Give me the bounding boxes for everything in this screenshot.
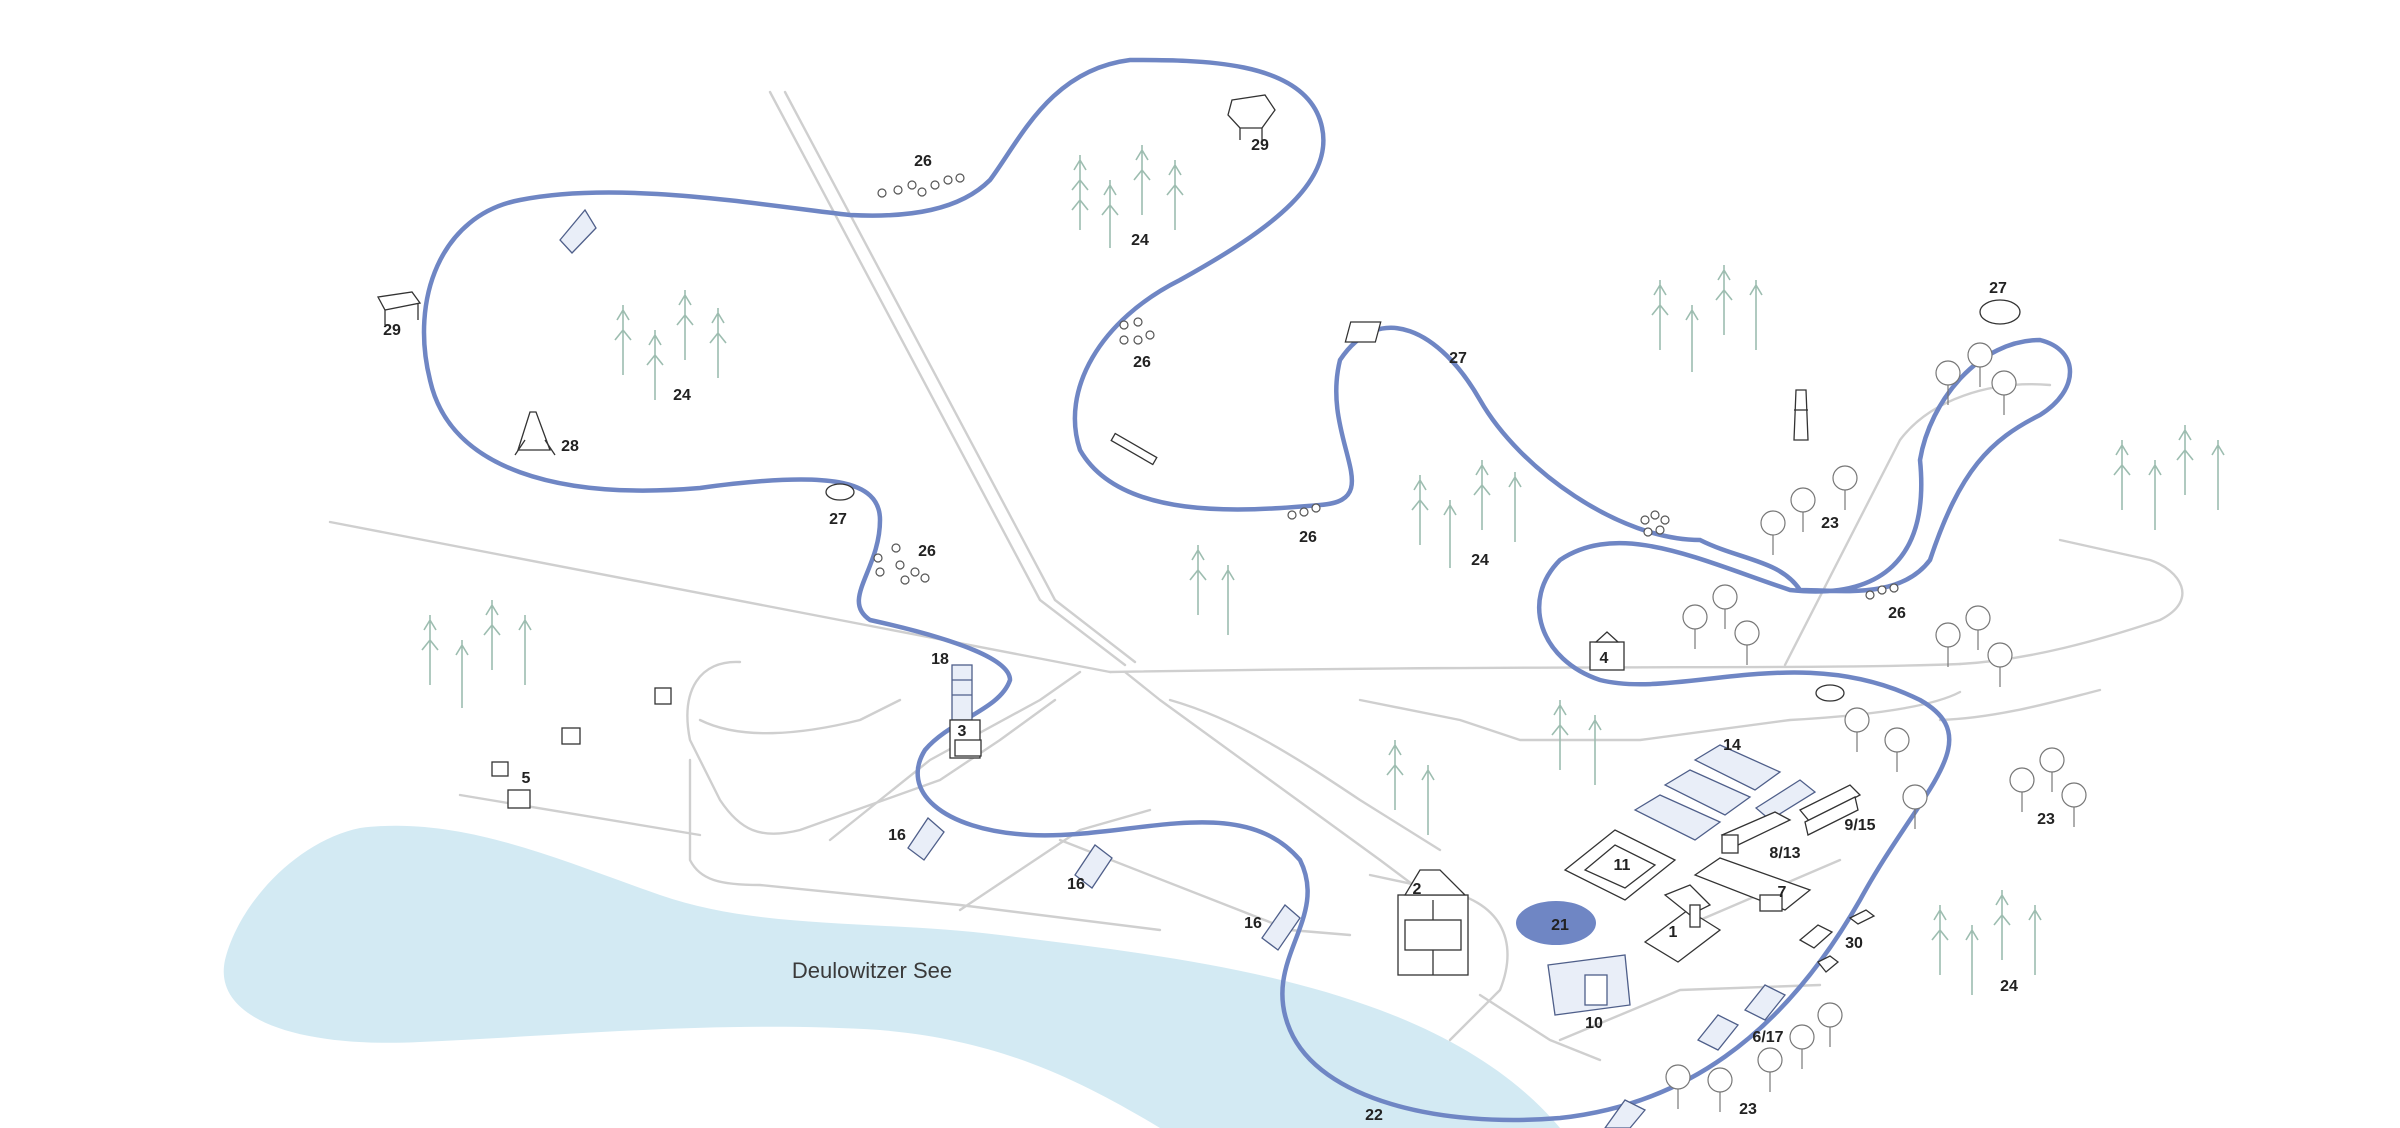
label-23: 23 xyxy=(1739,1101,1757,1118)
label-26: 26 xyxy=(1888,605,1906,622)
pavilion-29-a xyxy=(1227,94,1276,140)
label-5: 5 xyxy=(522,770,531,787)
walking-trail xyxy=(421,57,2073,1123)
building-3 xyxy=(949,719,982,759)
label-23: 23 xyxy=(2037,811,2055,828)
label-29: 29 xyxy=(1251,137,1269,154)
label-28: 28 xyxy=(561,438,579,455)
evergreen-trees xyxy=(421,145,2225,995)
label-4: 4 xyxy=(1600,650,1609,667)
pond-27-a xyxy=(825,483,855,501)
building-2 xyxy=(1397,869,1469,976)
building-1 xyxy=(1643,884,1722,963)
label-14: 14 xyxy=(1723,737,1741,754)
lake xyxy=(223,825,1560,1128)
building-30 xyxy=(1798,909,1876,973)
label-27: 27 xyxy=(1989,280,2007,297)
label-26: 26 xyxy=(1133,354,1151,371)
label-26: 26 xyxy=(914,153,932,170)
building-9-15 xyxy=(1798,784,1862,836)
label-16: 16 xyxy=(1244,915,1262,932)
building-8-13 xyxy=(1720,811,1792,854)
label-29: 29 xyxy=(383,322,401,339)
greenhouse-16-a xyxy=(907,817,945,861)
highlight-area-21[interactable] xyxy=(1516,901,1596,945)
greenhouses-6-17 xyxy=(1696,984,1787,1051)
label-26: 26 xyxy=(918,543,936,560)
label-26: 26 xyxy=(1299,529,1317,546)
label-3: 3 xyxy=(958,723,967,740)
label-24: 24 xyxy=(673,387,691,404)
label-18: 18 xyxy=(931,651,949,668)
deciduous-trees xyxy=(1665,342,2087,1112)
building-4 xyxy=(1589,631,1625,671)
label-16: 16 xyxy=(1067,876,1085,893)
greenhouses-14 xyxy=(1633,744,1817,841)
building-7 xyxy=(1693,857,1812,912)
label-10: 10 xyxy=(1585,1015,1603,1032)
greenhouse-bottom xyxy=(1604,1099,1647,1128)
pond-27-b xyxy=(1344,321,1382,343)
label-24: 24 xyxy=(2000,978,2018,995)
label-24: 24 xyxy=(1471,552,1489,569)
greenhouse-16-c xyxy=(1261,904,1301,951)
label-1: 1 xyxy=(1669,924,1678,941)
map-labels: 26 29 24 29 24 28 26 27 27 27 26 26 24 2… xyxy=(383,137,2055,1124)
label-9-15: 9/15 xyxy=(1844,817,1875,834)
small-buildings-5 xyxy=(491,687,672,809)
label-8-13: 8/13 xyxy=(1769,845,1800,862)
viewing-tower-28 xyxy=(514,411,556,456)
shrub-groups xyxy=(873,173,1899,600)
pond-27-c xyxy=(1979,299,2021,325)
building-10 xyxy=(1547,954,1631,1016)
label-23: 23 xyxy=(1821,515,1839,532)
label-6-17: 6/17 xyxy=(1752,1029,1783,1046)
label-11: 11 xyxy=(1614,857,1631,874)
label-22: 22 xyxy=(1365,1107,1383,1124)
label-30: 30 xyxy=(1845,935,1863,952)
lake-name: Deulowitzer See xyxy=(792,958,952,983)
building-11 xyxy=(1563,829,1677,901)
label-2: 2 xyxy=(1413,881,1422,898)
pond-near-14 xyxy=(1815,684,1845,702)
greenhouse-16-b xyxy=(1074,844,1113,889)
label-27: 27 xyxy=(1449,350,1467,367)
pavilion-29-b xyxy=(376,291,422,325)
label-7: 7 xyxy=(1778,884,1787,901)
solar-shelter-a xyxy=(559,208,597,254)
bench xyxy=(1110,432,1158,466)
tower-structure xyxy=(1793,389,1809,441)
tower-18 xyxy=(951,664,973,721)
label-16: 16 xyxy=(888,827,906,844)
label-24: 24 xyxy=(1131,232,1149,249)
label-27: 27 xyxy=(829,511,847,528)
label-21: 21 xyxy=(1551,917,1569,934)
